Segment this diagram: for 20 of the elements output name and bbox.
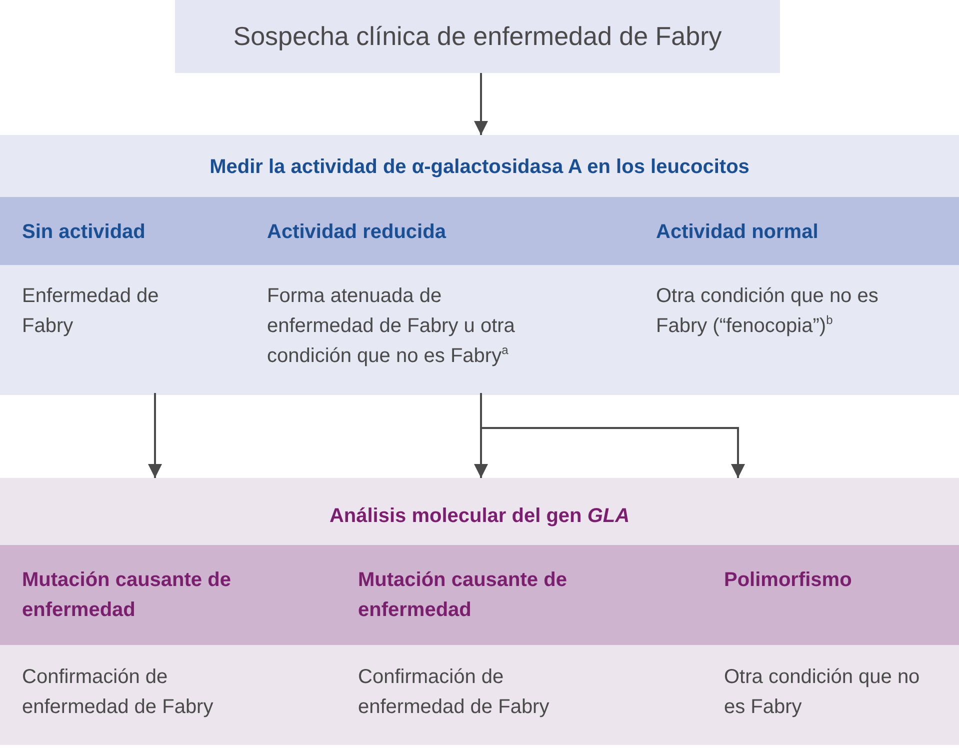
panel-title: Medir la actividad de α-galactosidasa A en los leucocitos [208, 155, 750, 180]
column-heading: Actividad normal [656, 220, 820, 245]
result-text: Confirmación de enfermedad de Fabry [358, 665, 550, 720]
panel-title: Análisis molecular del gen GLA [328, 504, 631, 529]
result-text: Otra condición que no es Fabry [724, 665, 921, 720]
arrow [480, 393, 745, 478]
column-heading: Mutación causante de enfermedad [22, 568, 232, 623]
result-text: Enfermedad de Fabry [22, 284, 160, 339]
step-panel [0, 478, 959, 745]
arrow [148, 393, 162, 478]
column-heading: Mutación causante de enfermedad [358, 568, 568, 623]
result-text: Forma atenuada de enfermedad de Fabry u otra condición que no es Fabry$^{a}$ [267, 284, 516, 369]
column-heading: Actividad reducida [267, 220, 448, 245]
step-panel [0, 135, 959, 395]
result-text: Otra condición que no es Fabry (“fenocopia”)$^{b}$ [656, 284, 880, 339]
column-heading: Polimorfismo [724, 568, 853, 593]
result-text: Confirmación de enfermedad de Fabry [22, 665, 214, 720]
arrow [474, 73, 488, 135]
start-box: Sospecha clínica de enfermedad de Fabry [175, 0, 780, 73]
column-heading: Sin actividad [22, 220, 146, 245]
